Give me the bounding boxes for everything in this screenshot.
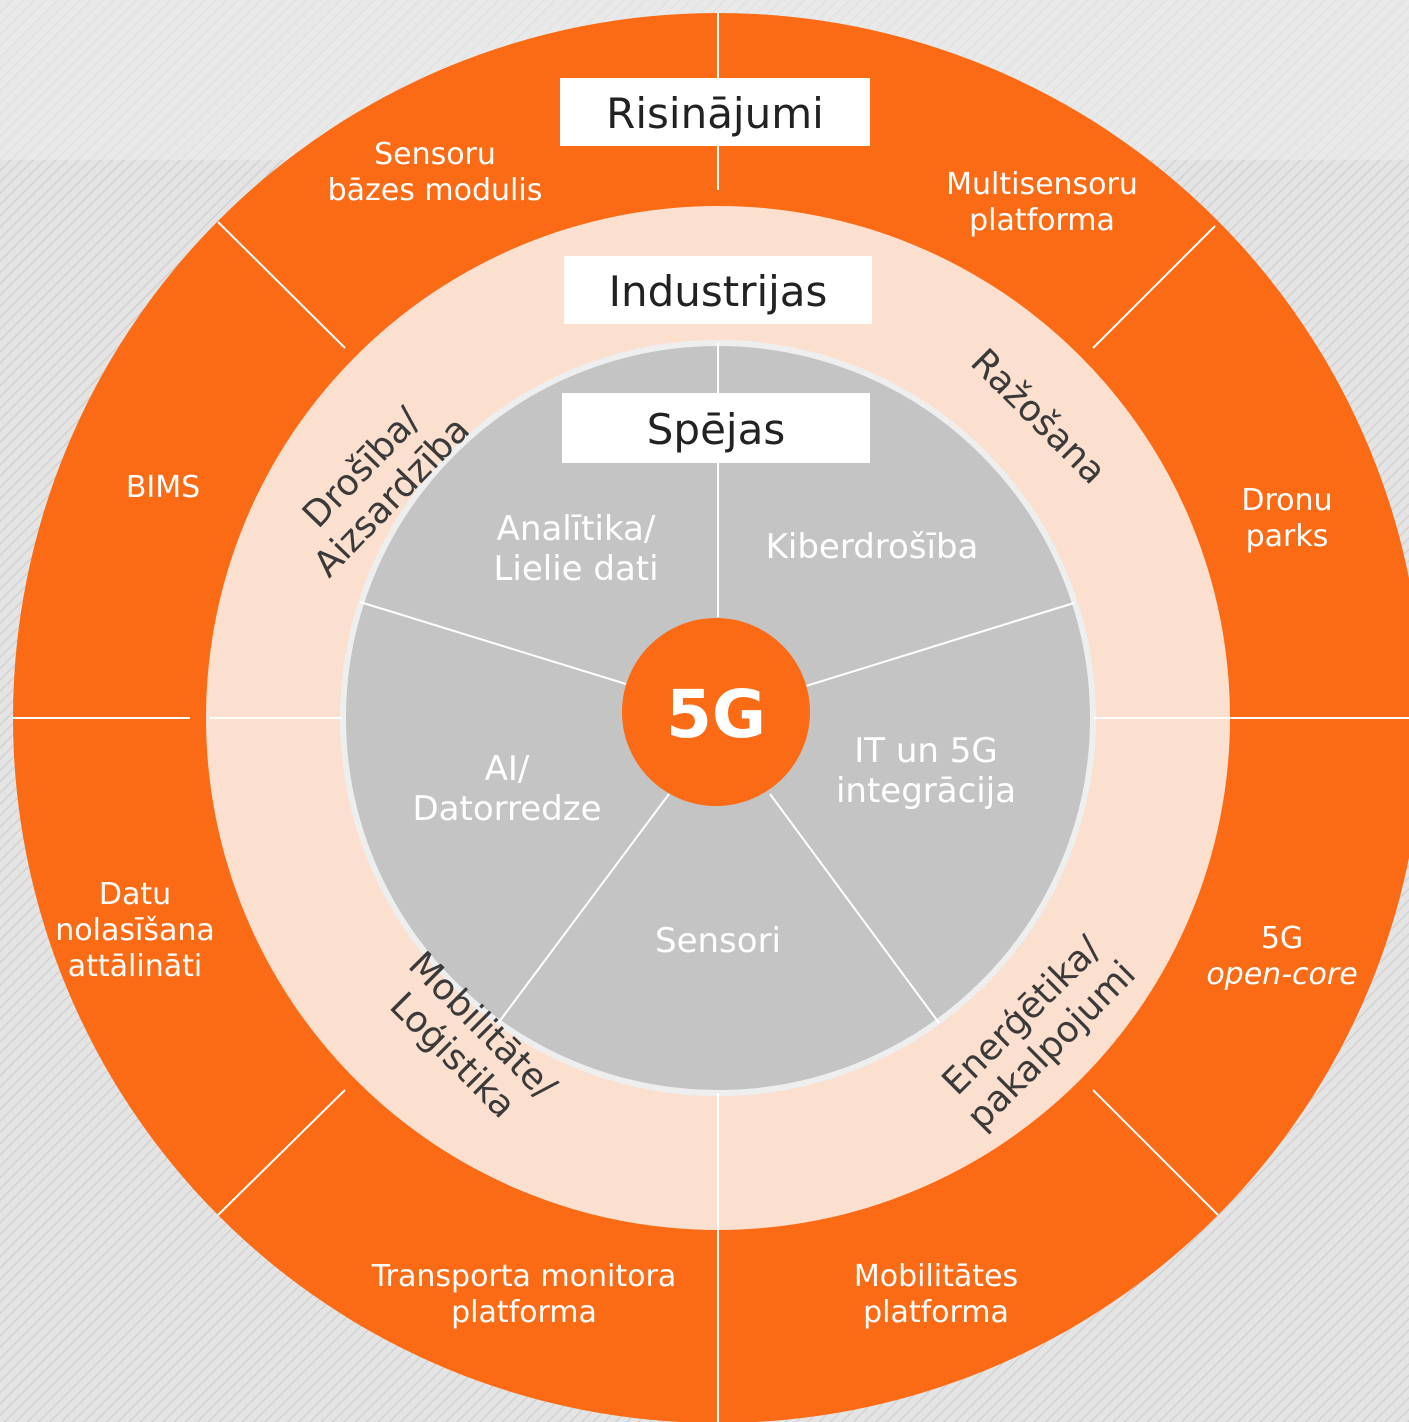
solution-datu-line-3: attālināti bbox=[68, 949, 202, 984]
tag-industrijas: Industrijas bbox=[609, 267, 828, 316]
capability-ai: AI/Datorredze bbox=[412, 749, 601, 829]
solution-mobilitates-line-2: platforma bbox=[863, 1295, 1009, 1330]
divider-inner-right bbox=[805, 602, 1075, 687]
capability-ai-line-1: AI/ bbox=[485, 749, 530, 789]
tag-industrijas-box bbox=[564, 256, 872, 324]
solution-multisensoru-line-1: Multisensoru bbox=[946, 167, 1138, 202]
solution-multisensoru-line-2: platforma bbox=[969, 203, 1115, 238]
solution-transporta-line-1: Transporta monitora bbox=[371, 1259, 676, 1294]
solution-mobilitates-line-1: Mobilitātes bbox=[854, 1259, 1018, 1294]
divider-outer-nw bbox=[217, 221, 346, 349]
divider-outer-sw bbox=[217, 1089, 346, 1216]
divider-outer-se bbox=[1092, 1089, 1219, 1216]
capability-sensori: Sensori bbox=[655, 921, 781, 961]
capability-analitika: Analītika/Lielie dati bbox=[493, 509, 658, 589]
capabilities-labels: Analītika/Lielie dati Kiberdrošība IT un 5… bbox=[412, 509, 1016, 961]
solution-open-core-line-2: open-core bbox=[1206, 957, 1357, 992]
tag-spejas-box bbox=[562, 393, 870, 463]
tag-risinajumi: Risinājumi bbox=[606, 89, 824, 138]
capability-analitika-line-1: Analītika/ bbox=[497, 509, 656, 549]
capability-kiberdrosiba: Kiberdrošība bbox=[766, 527, 979, 567]
capability-ai-line-2: Datorredze bbox=[412, 789, 601, 829]
solution-sensoru-line-1: Sensoru bbox=[374, 137, 496, 172]
center-label: 5G bbox=[666, 676, 766, 753]
solution-sensoru-line-2: bāzes modulis bbox=[328, 173, 543, 208]
center-circle bbox=[622, 618, 810, 806]
tag-risinajumi-box bbox=[560, 78, 870, 146]
divider-outer-ne bbox=[1092, 225, 1216, 349]
solution-open-core-line-1: 5G bbox=[1261, 921, 1303, 956]
capability-it-5g-line-2: integrācija bbox=[836, 771, 1016, 811]
capability-kiberdrosiba-line-1: Kiberdrošība bbox=[766, 527, 979, 567]
divider-inner-bottom-right bbox=[769, 793, 940, 1024]
tag-spejas: Spējas bbox=[647, 405, 785, 454]
solution-datu-line-1: Datu bbox=[99, 877, 171, 912]
solution-bims-line-1: BIMS bbox=[126, 470, 200, 505]
divider-inner-bottom-left bbox=[498, 793, 670, 1023]
capability-analitika-line-2: Lielie dati bbox=[493, 549, 658, 589]
divider-inner-left bbox=[359, 601, 627, 685]
capability-sensori-line-1: Sensori bbox=[655, 921, 781, 961]
solution-datu-line-2: nolasīšana bbox=[55, 913, 214, 948]
capability-it-5g-line-1: IT un 5G bbox=[854, 731, 998, 771]
ring-dividers bbox=[13, 13, 1409, 1422]
solution-dronu-line-1: Dronu bbox=[1241, 483, 1332, 518]
solution-dronu-line-2: parks bbox=[1246, 519, 1329, 554]
solution-bims: BIMS bbox=[126, 470, 200, 505]
solution-transporta-line-2: platforma bbox=[451, 1295, 597, 1330]
